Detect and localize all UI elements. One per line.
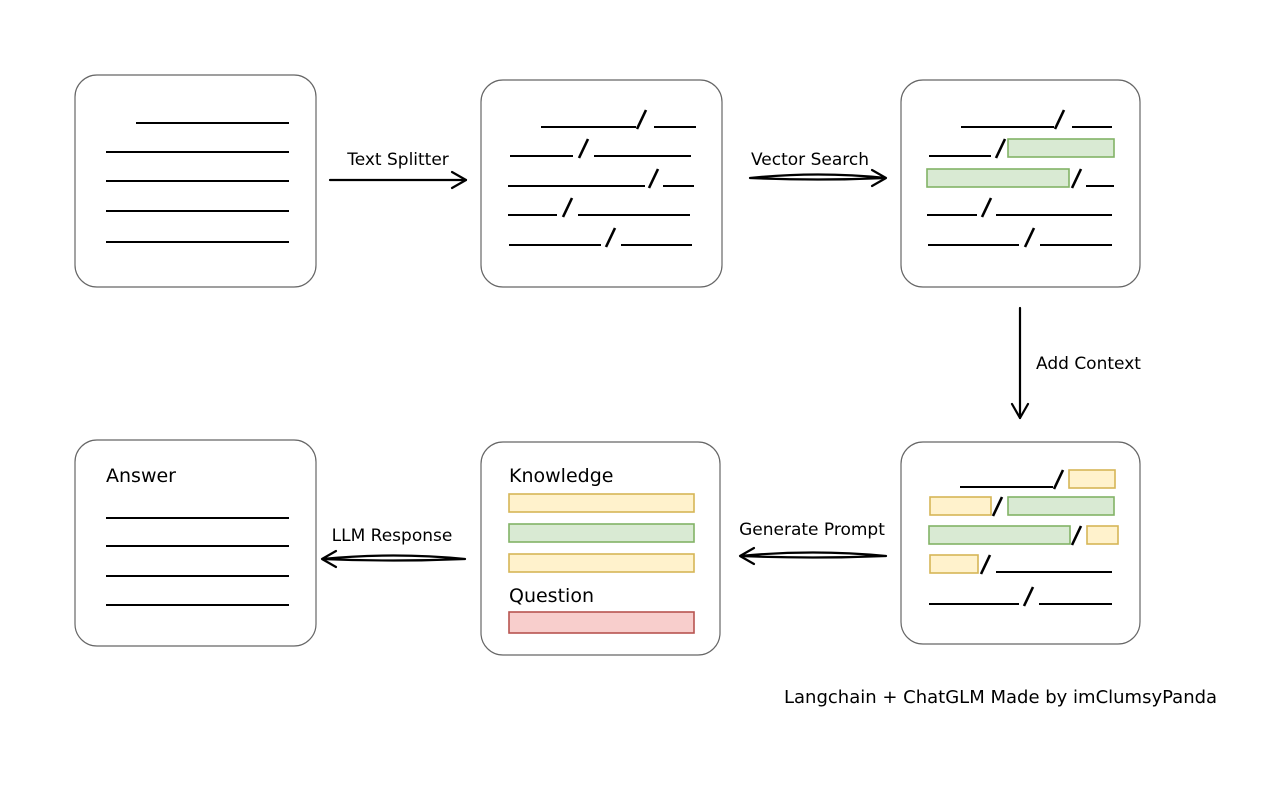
highlighted-chunk-green	[1007, 138, 1115, 158]
slash-separator	[647, 168, 660, 189]
arrow-shaft	[748, 173, 887, 181]
text-row	[961, 109, 1112, 130]
prompt-bar-yellow-2	[508, 553, 695, 573]
arrow-label-llm-response: LLM Response	[332, 526, 453, 546]
box-outline	[480, 79, 723, 288]
text-row	[927, 197, 1112, 218]
slash-separator	[1052, 469, 1065, 490]
arrow-head-icon	[450, 170, 468, 190]
arrow-text-splitter[interactable]: Text Splitter	[328, 150, 468, 190]
slash-separator	[604, 227, 617, 248]
text-row	[508, 197, 690, 218]
prompt-bar-green-1	[508, 523, 695, 543]
highlighted-chunk-yellow	[929, 554, 979, 574]
arrow-head-icon	[1010, 402, 1030, 420]
text-row	[960, 469, 1116, 490]
text-row	[929, 554, 1112, 575]
text-row	[929, 138, 1115, 159]
arrow-head-icon	[870, 168, 888, 188]
footer-credit: Langchain + ChatGLM Made by imClumsyPand…	[784, 687, 1217, 708]
diagram-box-source-document[interactable]	[74, 74, 317, 288]
text-row	[928, 525, 1119, 546]
arrow-llm-response[interactable]: LLM Response	[320, 526, 467, 569]
slash-separator	[635, 109, 648, 130]
slash-separator	[979, 554, 992, 575]
section-label-knowledge: Knowledge	[509, 465, 613, 487]
highlighted-chunk-yellow	[929, 496, 992, 516]
highlighted-chunk-green	[926, 168, 1070, 188]
box-outline	[74, 439, 317, 647]
slash-separator	[561, 197, 574, 218]
arrow-label-add-context: Add Context	[1036, 354, 1141, 374]
text-row	[929, 586, 1112, 607]
arrow-shaft	[739, 551, 888, 559]
arrow-head-icon	[320, 549, 338, 569]
arrow-head-icon	[738, 546, 756, 566]
text-row	[508, 168, 694, 189]
diagram-box-context-chunks[interactable]	[900, 441, 1141, 645]
arrow-add-context[interactable]: Add Context	[1010, 306, 1141, 420]
highlighted-chunk-green	[1007, 496, 1115, 516]
text-row	[541, 109, 696, 130]
text-row	[926, 168, 1114, 189]
box-title-answer: Answer	[106, 465, 176, 487]
prompt-bar-yellow-0	[508, 493, 695, 513]
arrow-label-generate-prompt: Generate Prompt	[739, 520, 885, 540]
slash-separator	[1070, 525, 1083, 546]
arrow-generate-prompt[interactable]: Generate Prompt	[738, 520, 888, 566]
slash-separator	[1053, 109, 1066, 130]
slash-separator	[994, 138, 1007, 159]
arrow-label-vector-search: Vector Search	[751, 150, 869, 170]
text-row	[509, 227, 692, 248]
text-row	[510, 138, 691, 159]
highlighted-chunk-green	[928, 525, 1071, 545]
diagram-box-answer[interactable]: Answer	[74, 439, 317, 647]
diagram-box-vector-matches[interactable]	[900, 79, 1141, 288]
slash-separator	[577, 138, 590, 159]
highlighted-chunk-yellow	[1086, 525, 1119, 545]
arrow-vector-search[interactable]: Vector Search	[748, 150, 888, 188]
arrow-label-text-splitter: Text Splitter	[346, 150, 449, 170]
prompt-bar-red-3	[508, 611, 695, 634]
slash-separator	[1070, 168, 1083, 189]
text-row	[929, 496, 1115, 517]
text-row	[928, 227, 1112, 248]
slash-separator	[1022, 586, 1035, 607]
slash-separator	[1023, 227, 1036, 248]
section-label-question: Question	[509, 585, 594, 607]
highlighted-chunk-yellow	[1068, 469, 1116, 489]
diagram-box-split-chunks[interactable]	[480, 79, 723, 288]
slash-separator	[991, 496, 1004, 517]
arrow-shaft	[321, 554, 467, 562]
slash-separator	[980, 197, 993, 218]
